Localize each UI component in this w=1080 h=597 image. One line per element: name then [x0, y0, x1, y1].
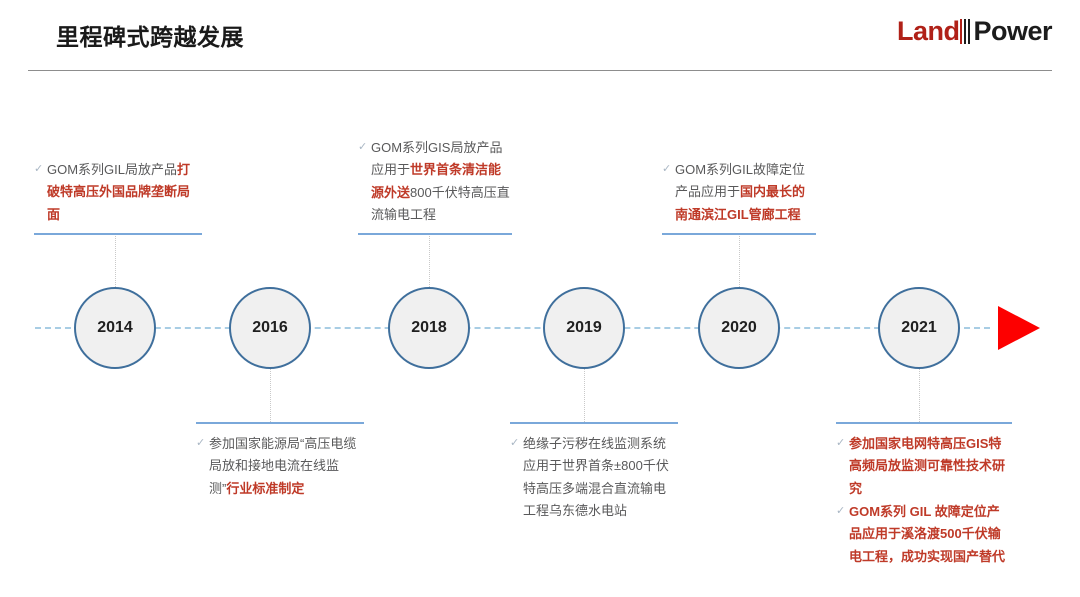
timeline-node-year-label: 2018 — [411, 319, 447, 336]
brand-logo-separator-bars — [960, 19, 972, 44]
timeline-node-2014[interactable]: 2014 — [74, 287, 156, 369]
timeline-connector-2018 — [429, 233, 430, 287]
timeline-node-year-label: 2020 — [721, 319, 757, 336]
callout-bullet-text: 参加国家能源局“高压电缆局放和接地电流在线监测”行业标准制定 — [209, 433, 364, 500]
callout-rule — [358, 233, 512, 236]
checkmark-icon: ✓ — [34, 163, 44, 175]
timeline-node-2016[interactable]: 2016 — [229, 287, 311, 369]
checkmark-icon: ✓ — [662, 163, 672, 175]
header-divider — [28, 70, 1052, 71]
callout-bullet: ✓绝缘子污秽在线监测系统应用于世界首条±800千伏特高压多端混合直流输电工程乌东… — [510, 433, 678, 522]
timeline-node-year-label: 2021 — [901, 319, 937, 336]
timeline-node-2020[interactable]: 2020 — [698, 287, 780, 369]
timeline-node-year-label: 2019 — [566, 319, 602, 336]
highlighted-text: 国内最长的南通滨江GIL管廊工程 — [675, 184, 806, 222]
callout-bullet-text: 绝缘子污秽在线监测系统应用于世界首条±800千伏特高压多端混合直流输电工程乌东德… — [523, 433, 678, 522]
checkmark-icon: ✓ — [510, 437, 520, 449]
timeline-callout-2016: ✓参加国家能源局“高压电缆局放和接地电流在线监测”行业标准制定 — [196, 422, 364, 500]
callout-bullet: ✓GOM系列GIL局放产品打破特高压外国品牌垄断局面 — [34, 159, 202, 226]
callout-body: ✓GOM系列GIL局放产品打破特高压外国品牌垄断局面 — [34, 159, 202, 226]
timeline-node-year-label: 2014 — [97, 319, 133, 336]
callout-body: ✓GOM系列GIS局放产品应用于世界首条清洁能源外送800千伏特高压直流输电工程 — [358, 137, 512, 226]
callout-bullet: ✓GOM系列GIL故障定位产品应用于国内最长的南通滨江GIL管廊工程 — [662, 159, 816, 226]
checkmark-icon: ✓ — [196, 437, 206, 449]
plain-text: 绝缘子污秽在线监测系统应用于世界首条±800千伏特高压多端混合直流输电工程乌东德… — [523, 436, 669, 519]
timeline-node-year-label: 2016 — [252, 319, 288, 336]
callout-bullet-text: GOM系列GIS局放产品应用于世界首条清洁能源外送800千伏特高压直流输电工程 — [371, 137, 512, 226]
callout-bullet: ✓参加国家电网特高压GIS特高频局放监测可靠性技术研究 — [836, 433, 1012, 500]
callout-bullet: ✓GOM系列 GIL 故障定位产品应用于溪洛渡500千伏输电工程，成功实现国产替… — [836, 501, 1012, 568]
highlighted-text: 打破特高压外国品牌垄断局面 — [47, 162, 191, 222]
timeline-callout-2020: ✓GOM系列GIL故障定位产品应用于国内最长的南通滨江GIL管廊工程 — [662, 159, 816, 236]
timeline-connector-2019 — [584, 369, 585, 422]
callout-body: ✓参加国家能源局“高压电缆局放和接地电流在线监测”行业标准制定 — [196, 433, 364, 500]
callout-bullet: ✓GOM系列GIS局放产品应用于世界首条清洁能源外送800千伏特高压直流输电工程 — [358, 137, 512, 226]
timeline-node-2019[interactable]: 2019 — [543, 287, 625, 369]
brand-logo-land: Land — [896, 16, 960, 46]
callout-bullet-text: GOM系列GIL故障定位产品应用于国内最长的南通滨江GIL管廊工程 — [675, 159, 816, 226]
checkmark-icon: ✓ — [358, 141, 368, 153]
callout-rule — [662, 233, 816, 236]
timeline-callout-2021: ✓参加国家电网特高压GIS特高频局放监测可靠性技术研究✓GOM系列 GIL 故障… — [836, 422, 1012, 568]
callout-body: ✓参加国家电网特高压GIS特高频局放监测可靠性技术研究✓GOM系列 GIL 故障… — [836, 433, 1012, 568]
timeline-connector-2021 — [919, 369, 920, 422]
checkmark-icon: ✓ — [836, 437, 846, 449]
callout-rule — [196, 422, 364, 424]
timeline-connector-2020 — [739, 233, 740, 287]
plain-text: 800千伏特高压直流输电工程 — [371, 184, 510, 223]
plain-text: GOM系列GIS局放产品应用于 — [371, 140, 503, 178]
callout-bullet-text: GOM系列 GIL 故障定位产品应用于溪洛渡500千伏输电工程，成功实现国产替代 — [849, 501, 1012, 568]
plain-text: GOM系列GIL局放产品 — [47, 162, 178, 177]
brand-logo: Land Power — [896, 16, 1053, 46]
callout-body: ✓GOM系列GIL故障定位产品应用于国内最长的南通滨江GIL管廊工程 — [662, 159, 816, 226]
timeline-node-2018[interactable]: 2018 — [388, 287, 470, 369]
callout-bullet-text: GOM系列GIL局放产品打破特高压外国品牌垄断局面 — [47, 159, 202, 226]
timeline-callout-2014: ✓GOM系列GIL局放产品打破特高压外国品牌垄断局面 — [34, 159, 202, 236]
timeline-connector-2014 — [115, 233, 116, 287]
page-title: 里程碑式跨越发展 — [56, 24, 244, 50]
callout-rule — [510, 422, 678, 424]
highlighted-text: GOM系列 GIL 故障定位产品应用于溪洛渡500千伏输电工程，成功实现国产替代 — [849, 504, 1006, 564]
callout-bullet-text: 参加国家电网特高压GIS特高频局放监测可靠性技术研究 — [849, 433, 1012, 500]
callout-body: ✓绝缘子污秽在线监测系统应用于世界首条±800千伏特高压多端混合直流输电工程乌东… — [510, 433, 678, 522]
timeline-axis — [35, 327, 990, 329]
plain-text: 参加国家能源局“高压电缆局放和接地电流在线监测” — [209, 436, 357, 496]
timeline-connector-2016 — [270, 369, 271, 422]
checkmark-icon: ✓ — [836, 505, 846, 518]
timeline-callout-2019: ✓绝缘子污秽在线监测系统应用于世界首条±800千伏特高压多端混合直流输电工程乌东… — [510, 422, 678, 522]
timeline-arrow-icon — [998, 306, 1040, 350]
callout-bullet: ✓参加国家能源局“高压电缆局放和接地电流在线监测”行业标准制定 — [196, 433, 364, 500]
callout-rule — [34, 233, 202, 236]
highlighted-text: 行业标准制定 — [226, 480, 305, 496]
plain-text: GOM系列GIL故障定位产品应用于 — [675, 162, 806, 200]
highlighted-text: 参加国家电网特高压GIS特高频局放监测可靠性技术研究 — [849, 436, 1006, 496]
brand-logo-power: Power — [973, 16, 1052, 46]
highlighted-text: 世界首条清洁能源外送 — [371, 162, 502, 200]
callout-rule — [836, 422, 1012, 424]
timeline-node-2021[interactable]: 2021 — [878, 287, 960, 369]
timeline-callout-2018: ✓GOM系列GIS局放产品应用于世界首条清洁能源外送800千伏特高压直流输电工程 — [358, 137, 512, 236]
